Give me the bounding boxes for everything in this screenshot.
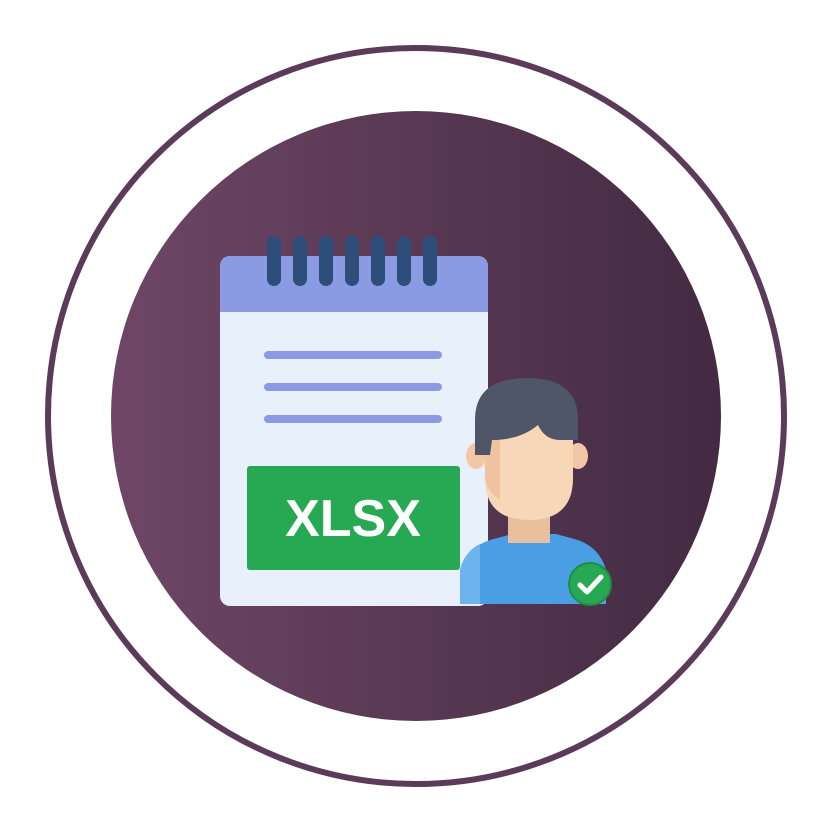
- check-mark: [577, 574, 604, 595]
- xlsx-label: XLSX: [285, 490, 421, 548]
- spiral-ring: [371, 236, 385, 286]
- spiral-ring: [423, 236, 437, 286]
- user-face: [485, 420, 573, 520]
- spiral-ring: [319, 236, 333, 286]
- user-hair: [475, 378, 578, 455]
- spiral-ring: [397, 236, 411, 286]
- check-circle-icon: [568, 562, 612, 606]
- user-shirt-shade: [460, 544, 480, 604]
- spiral-ring: [345, 236, 359, 286]
- notepad-icon: XLSX: [220, 236, 488, 606]
- spiral-ring: [293, 236, 307, 286]
- spiral-rings: [267, 236, 437, 286]
- xlsx-badge: [247, 466, 460, 570]
- notepad-lines: [264, 351, 442, 423]
- check-circle: [568, 562, 612, 606]
- spiral-ring: [267, 236, 281, 286]
